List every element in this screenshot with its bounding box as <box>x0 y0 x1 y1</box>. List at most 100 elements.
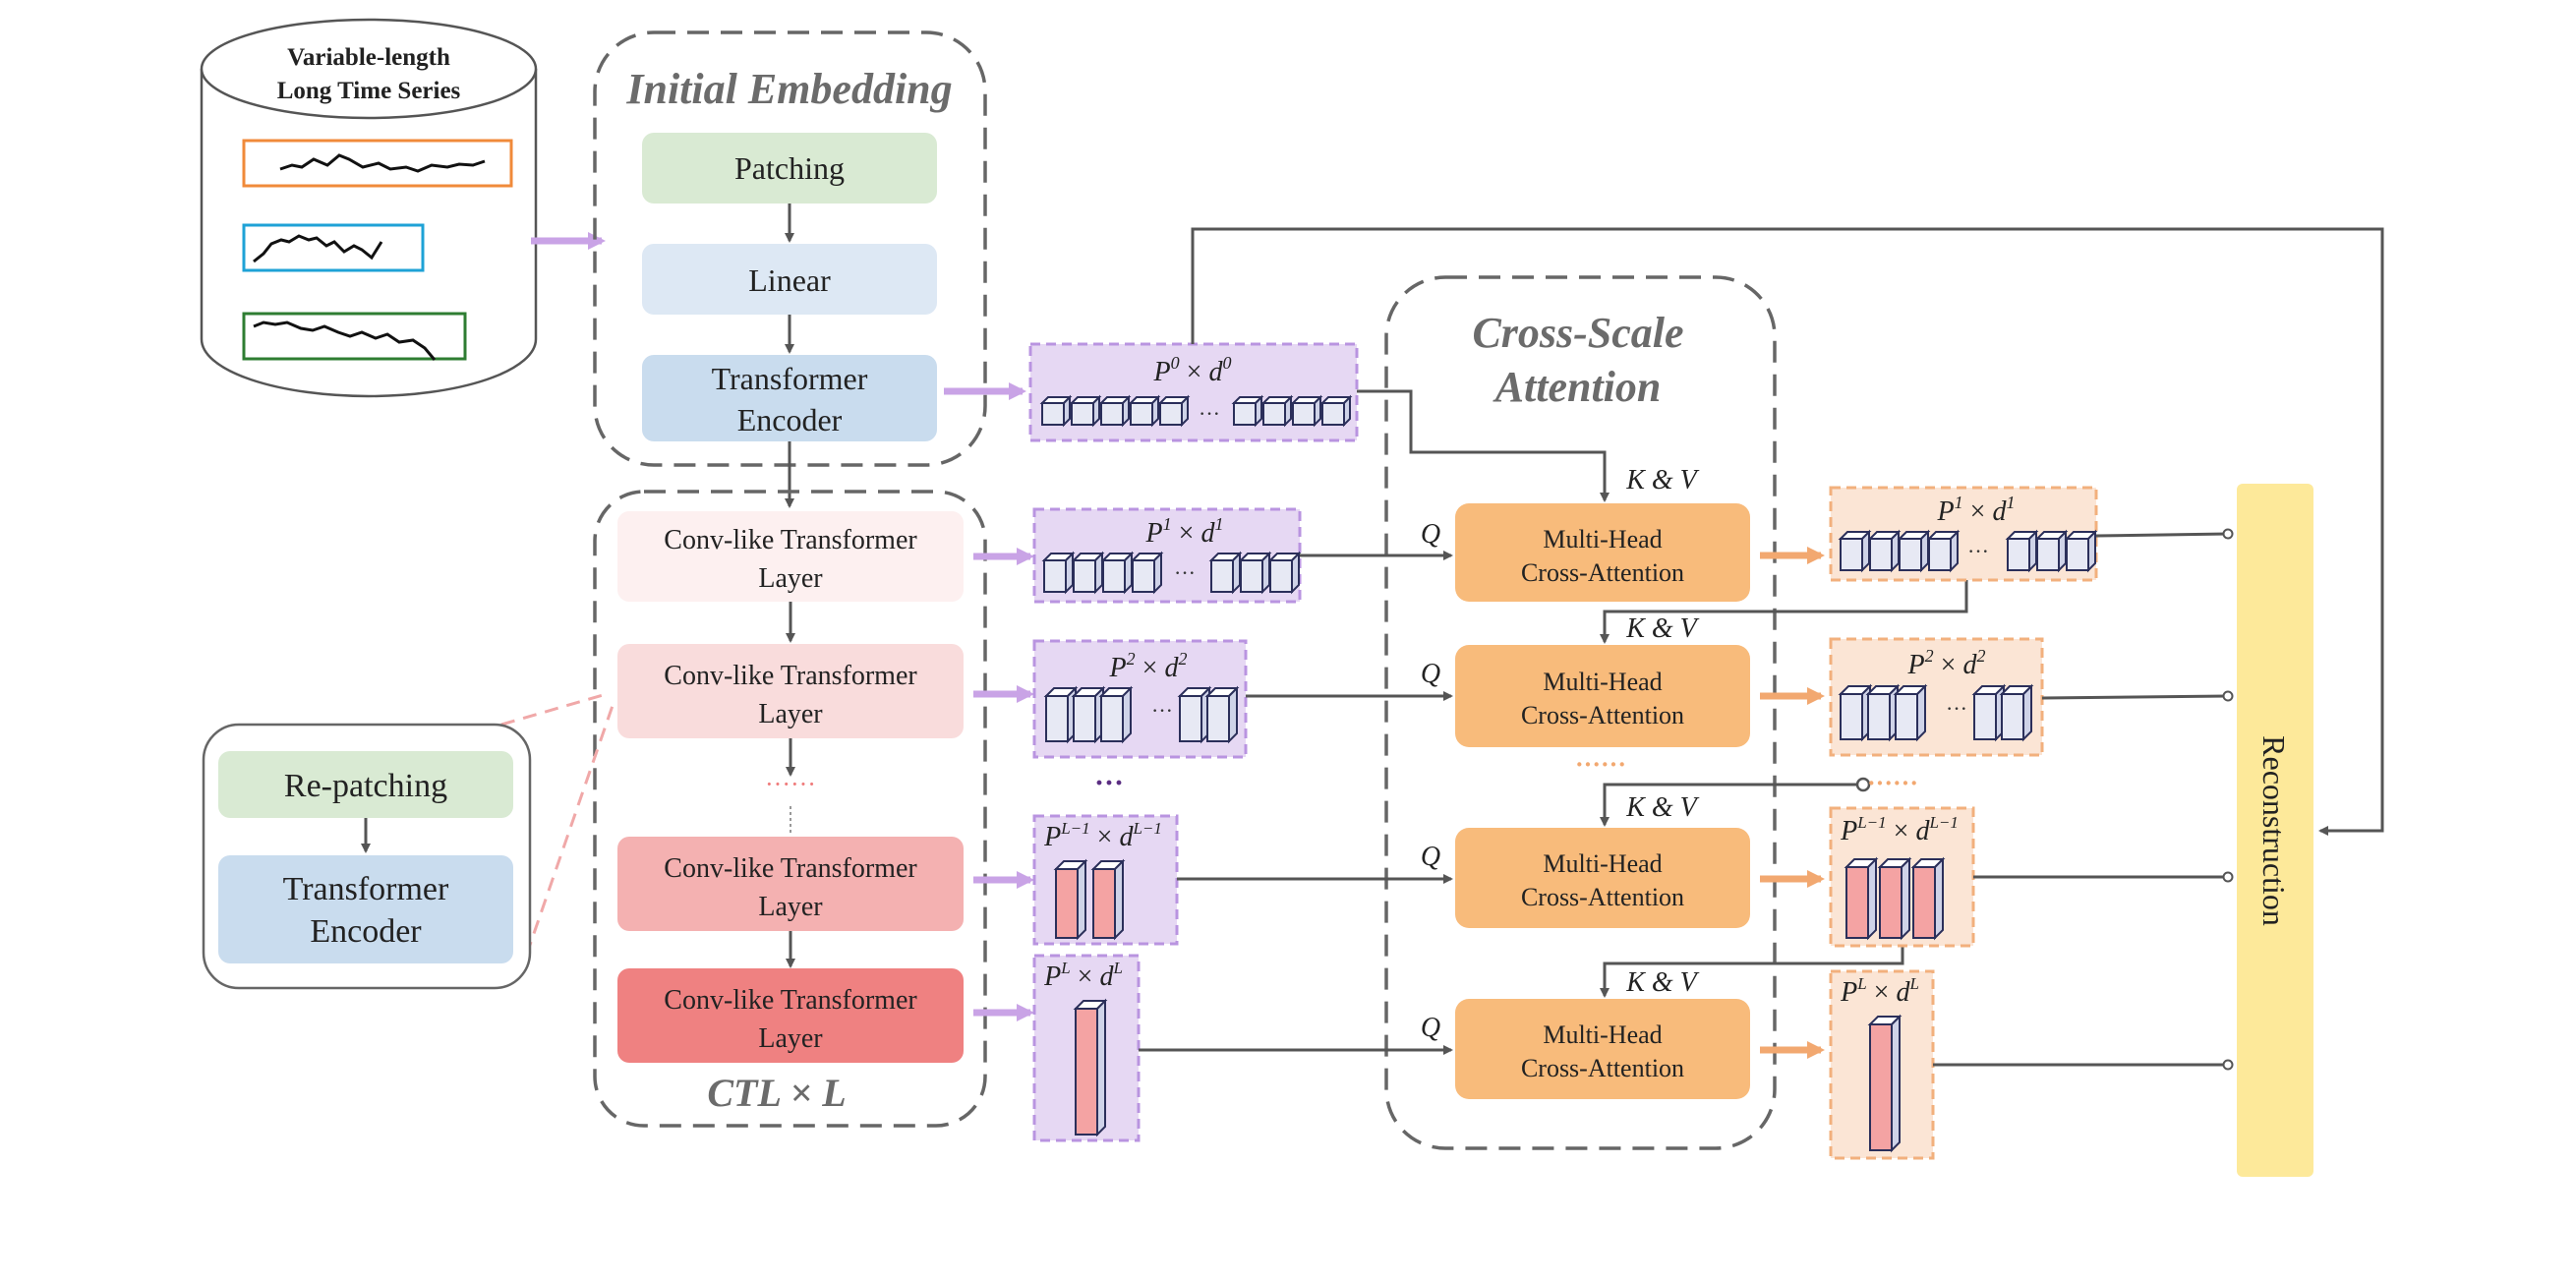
zoom-encoder-line2: Encoder <box>310 913 422 950</box>
ctl-layer-4-line1: Conv-like Transformer <box>664 985 917 1016</box>
feature-p0: P0 × d0 ··· <box>1028 342 1359 442</box>
p1b-cube-3 <box>1267 551 1302 595</box>
p2-cube-1 <box>1043 685 1079 744</box>
o1-cube-1 <box>1838 529 1872 573</box>
time-series-database: Variable-length Long Time Series <box>200 18 538 398</box>
attn-block-4-line1: Multi-Head <box>1543 1020 1662 1049</box>
p1-cube-1 <box>1041 551 1076 595</box>
kv-label-4: K & V <box>1625 967 1699 998</box>
o1-cube-4 <box>1926 529 1961 573</box>
p2b-cube-2 <box>1204 685 1240 744</box>
attn-dots: ······ <box>1575 750 1626 779</box>
transformer-encoder-block <box>642 355 937 441</box>
ctl-layer-4-line2: Layer <box>758 1023 823 1054</box>
series-line-2 <box>253 234 383 263</box>
p1-cube-4 <box>1130 551 1164 595</box>
patching-label: Patching <box>734 150 845 186</box>
q-label-2: Q <box>1421 659 1440 689</box>
pL-cube-1 <box>1073 998 1108 1137</box>
o3-cube-3 <box>1910 856 1946 941</box>
ctl-layer-3-line1: Conv-like Transformer <box>664 853 917 884</box>
o3-cube-1 <box>1844 856 1879 941</box>
o2-cube-1 <box>1838 683 1873 742</box>
svg-text:PL × dL: PL × dL <box>1840 974 1919 1008</box>
p0-cube-1 <box>1039 394 1073 428</box>
database-title-line1: Variable-length <box>287 44 450 71</box>
initial-embedding-group: Initial Embedding Patching Linear Transf… <box>593 30 987 467</box>
initial-embedding-title: Initial Embedding <box>625 65 952 113</box>
p0b-cube-1 <box>1231 394 1264 428</box>
kv-label-2: K & V <box>1625 613 1699 644</box>
attn-block-4 <box>1455 999 1750 1099</box>
ctl-layer-1-line2: Layer <box>758 563 823 594</box>
attn-block-2-line2: Cross-Attention <box>1521 701 1684 729</box>
o1-cube-2 <box>1867 529 1902 573</box>
cross-scale-title-line2: Attention <box>1493 363 1662 411</box>
p1-cube-2 <box>1071 551 1105 595</box>
p0b-cube-4 <box>1319 394 1353 428</box>
p0-cube-3 <box>1098 394 1132 428</box>
ctl-layer-1 <box>617 511 964 602</box>
attn-block-2-line1: Multi-Head <box>1543 668 1662 696</box>
svg-text:P1 × d1: P1 × d1 <box>1937 493 2016 527</box>
p2-cube-3 <box>1098 685 1134 744</box>
o1b-cube-3 <box>2064 529 2098 573</box>
p0-ellipsis: ··· <box>1199 401 1220 426</box>
kv-dots: ······ <box>1867 769 1918 797</box>
attn-block-3-line2: Cross-Attention <box>1521 883 1684 911</box>
ctl-detail-zoom: Re-patching Transformer Encoder <box>202 691 616 990</box>
svg-text:P1 × d1: P1 × d1 <box>1145 514 1224 549</box>
repatching-label: Re-patching <box>284 768 447 804</box>
ctl-layer-2-line1: Conv-like Transformer <box>664 661 917 691</box>
p1-ellipsis: ··· <box>1174 560 1196 585</box>
o4-cube-1 <box>1867 1014 1903 1153</box>
reconstruction-block: Reconstruction <box>2237 484 2313 1177</box>
out-p1-ellipsis: ··· <box>1967 539 1989 563</box>
kv-connections: K & V K & V ······ K & V K & V <box>1357 389 1968 998</box>
ctl-layer-3-line2: Layer <box>758 892 823 922</box>
svg-text:P2 × d2: P2 × d2 <box>1109 649 1188 683</box>
p0-cube-5 <box>1157 394 1191 428</box>
svg-text:P0 × d0: P0 × d0 <box>1153 353 1232 387</box>
o1b-cube-2 <box>2034 529 2069 573</box>
p1b-cube-1 <box>1208 551 1243 595</box>
svg-text:PL × dL: PL × dL <box>1043 959 1123 992</box>
repatching-block <box>218 751 513 818</box>
q-label-3: Q <box>1421 842 1440 872</box>
cross-scale-title-line1: Cross-Scale <box>1472 309 1683 357</box>
ctl-layer-1-line1: Conv-like Transformer <box>664 525 917 555</box>
ctl-layer-2 <box>617 644 964 738</box>
svg-text:PL−1 × dL−1: PL−1 × dL−1 <box>1840 813 1959 846</box>
attn-block-4-line2: Cross-Attention <box>1521 1054 1684 1082</box>
attn-block-1-line1: Multi-Head <box>1543 525 1662 554</box>
o2b-cube-2 <box>1999 683 2034 742</box>
zoom-encoder-block <box>218 855 513 963</box>
p2b-cube-1 <box>1177 685 1212 744</box>
q-label-4: Q <box>1421 1013 1440 1043</box>
ctl-layer-3 <box>617 837 964 931</box>
p1-cube-3 <box>1100 551 1135 595</box>
ctl-layer-4 <box>617 968 964 1063</box>
attn-block-3-line1: Multi-Head <box>1543 849 1662 878</box>
p0b-cube-3 <box>1290 394 1323 428</box>
o3-cube-2 <box>1877 856 1912 941</box>
query-connections: Q Q Q Q <box>1139 519 1453 1055</box>
o1-cube-3 <box>1897 529 1931 573</box>
kv-label-3: K & V <box>1625 792 1699 823</box>
pL1-cube-2 <box>1090 858 1126 941</box>
skip-connection <box>1191 227 2384 836</box>
patch-cubes <box>1039 394 2098 1153</box>
zoom-encoder-line1: Transformer <box>283 871 449 907</box>
ctl-layer-2-line2: Layer <box>758 699 823 729</box>
linear-label: Linear <box>748 262 831 298</box>
series-box-blue <box>242 223 425 272</box>
database-title-line2: Long Time Series <box>277 78 461 104</box>
ctl-footer: CTL × L <box>707 1071 846 1115</box>
attn-block-1 <box>1455 503 1750 602</box>
attn-block-1-line2: Cross-Attention <box>1521 558 1684 587</box>
reconstruction-label: Reconstruction <box>2256 735 2292 926</box>
kv-label-1: K & V <box>1625 465 1699 495</box>
p0b-cube-2 <box>1260 394 1294 428</box>
out-p2-ellipsis: ··· <box>1946 696 1967 721</box>
